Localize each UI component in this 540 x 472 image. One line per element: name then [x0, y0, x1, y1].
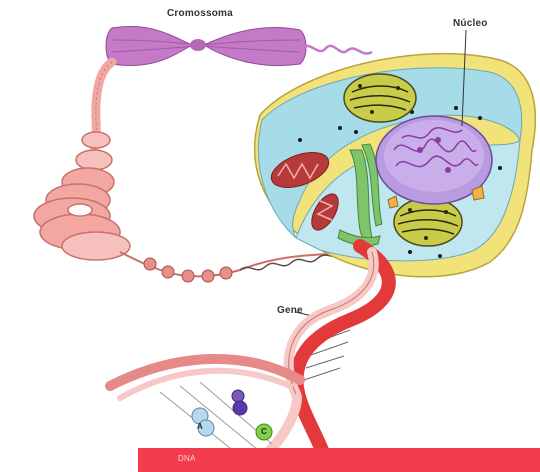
- chromatin-coil: [34, 132, 130, 260]
- chromosome: [106, 26, 372, 65]
- base-a-letter: A: [197, 422, 203, 431]
- dna-label: DNA: [178, 454, 196, 463]
- base-g: [232, 390, 244, 402]
- bottom-banner: [138, 448, 540, 472]
- golgi-body-bottom: [394, 198, 462, 246]
- cell: [255, 54, 536, 277]
- dna-helix: [110, 246, 389, 472]
- golgi-body-top: [344, 74, 416, 122]
- nucleosomes: [120, 252, 350, 282]
- gene-label: Gene: [277, 305, 303, 316]
- chromosome-label: Cromossoma: [167, 8, 233, 19]
- nucleus-label: Núcleo: [453, 18, 488, 29]
- base-c-letter: C: [261, 427, 267, 436]
